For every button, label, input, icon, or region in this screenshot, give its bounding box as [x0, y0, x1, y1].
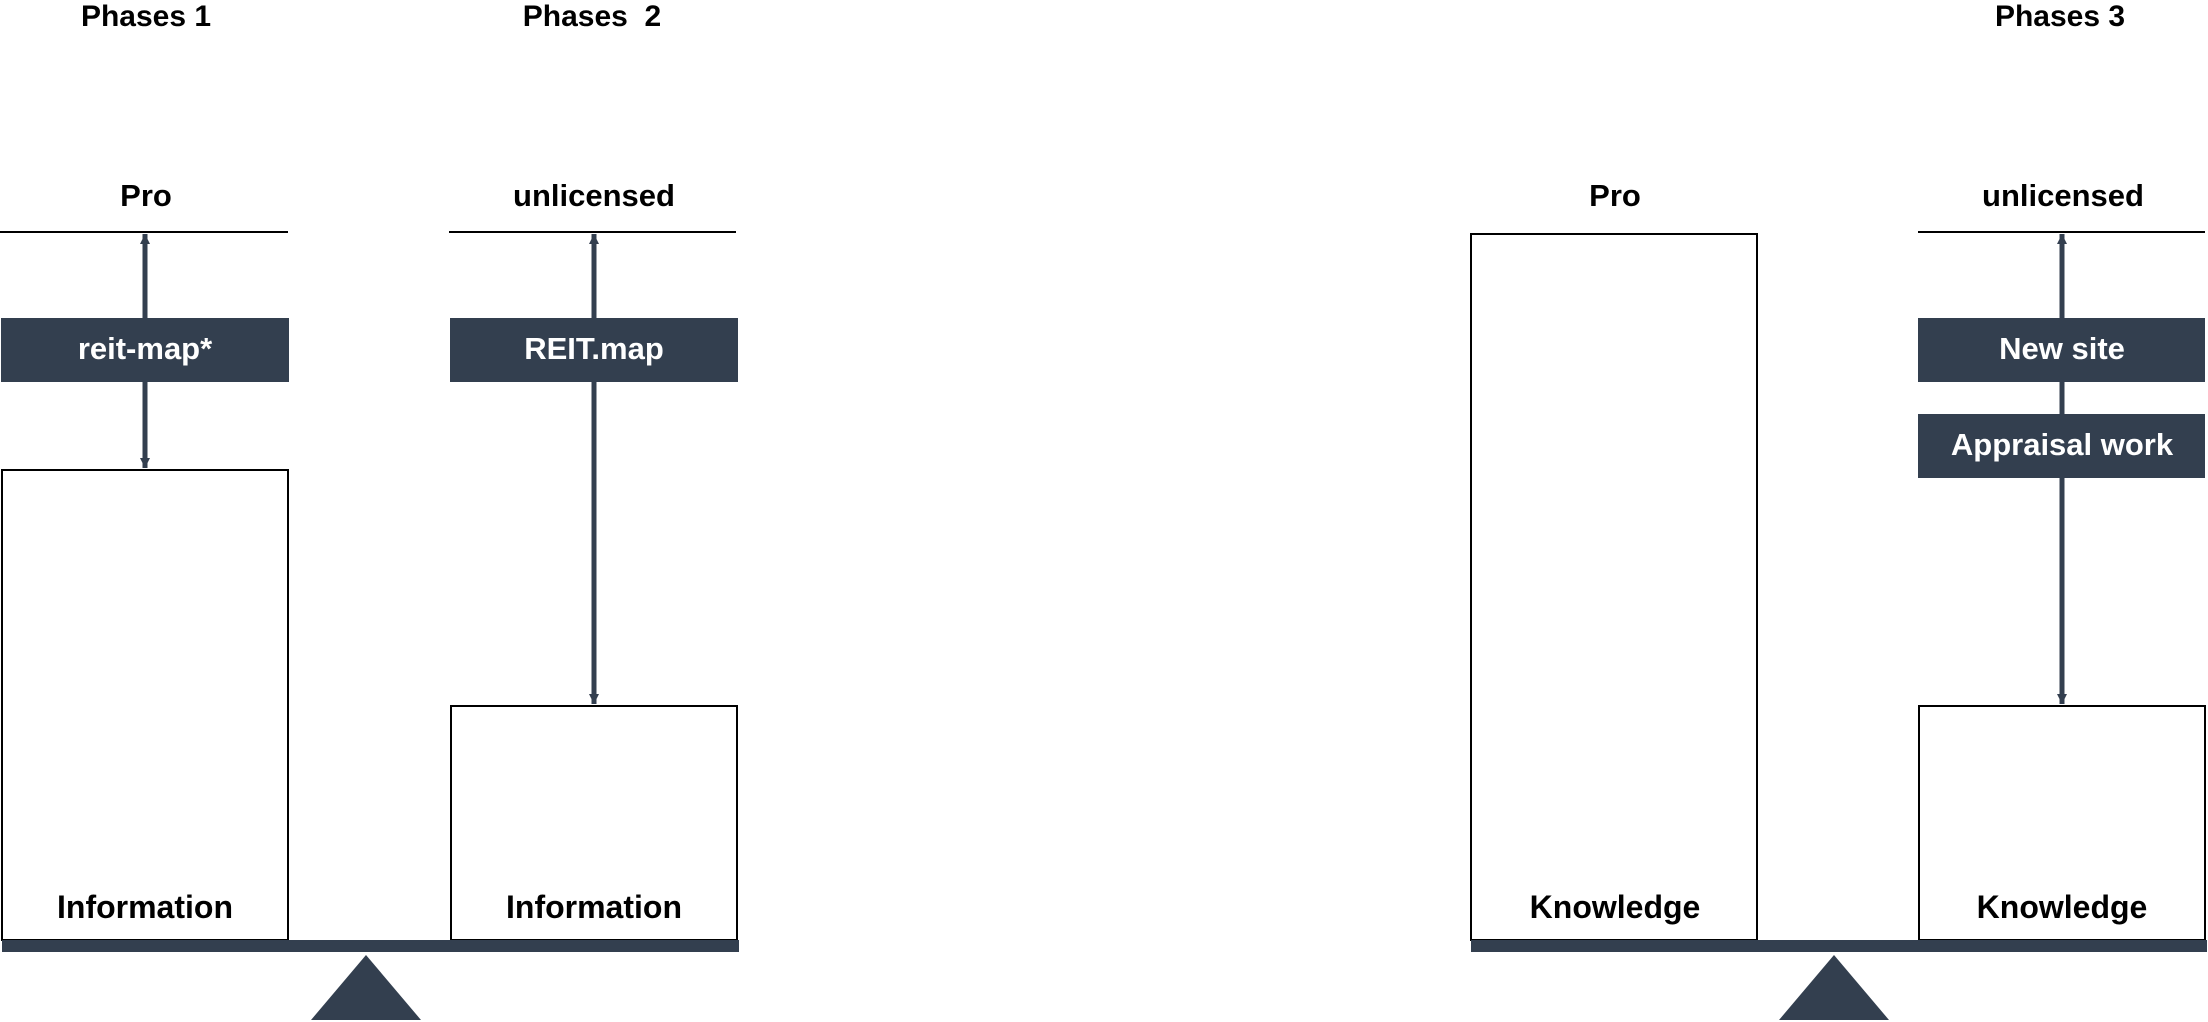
phase-2-heading: Phases 2 — [523, 0, 661, 33]
phase-3-heading: Phases 3 — [1995, 0, 2125, 33]
left-pro-tag-label: reit-map* — [78, 331, 213, 366]
right-new-site-tag: New site — [1918, 318, 2205, 382]
right-pro-box — [1470, 233, 1758, 941]
right-balance-beam — [1471, 940, 2207, 952]
left-unlicensed-label: unlicensed — [513, 178, 675, 213]
right-unlicensed-label: unlicensed — [1982, 178, 2144, 213]
left-balance-beam — [2, 940, 739, 952]
left-pro-tag: reit-map* — [1, 318, 289, 382]
left-unlicensed-box — [450, 705, 738, 941]
left-pro-box-label: Information — [57, 889, 233, 925]
left-pro-box — [1, 469, 289, 941]
right-new-site-tag-label: New site — [1999, 331, 2125, 366]
right-unlicensed-box-label: Knowledge — [1977, 889, 2148, 925]
right-pro-label: Pro — [1589, 178, 1641, 213]
right-appraisal-tag: Appraisal work — [1918, 414, 2205, 478]
right-unlicensed-box — [1918, 705, 2206, 941]
left-fulcrum — [311, 955, 421, 1020]
right-fulcrum — [1779, 955, 1889, 1020]
right-pro-box-label: Knowledge — [1530, 889, 1701, 925]
left-unlicensed-box-label: Information — [506, 889, 682, 925]
left-pro-label: Pro — [120, 178, 172, 213]
phase-1-heading: Phases 1 — [81, 0, 211, 33]
right-appraisal-tag-label: Appraisal work — [1951, 427, 2174, 462]
left-unlicensed-tag-label: REIT.map — [524, 331, 664, 366]
left-unlicensed-tag: REIT.map — [450, 318, 738, 382]
